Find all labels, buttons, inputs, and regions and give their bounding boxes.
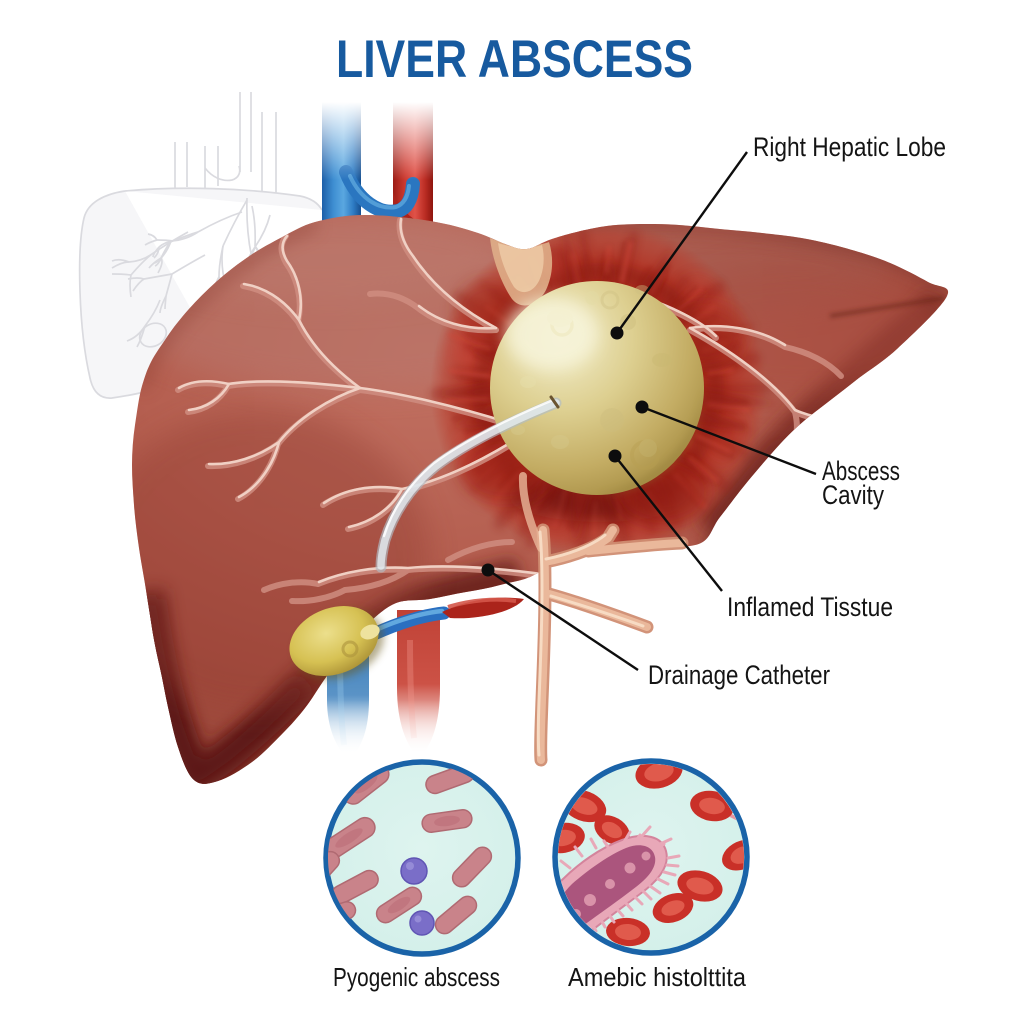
- svg-text:Amebic histolttita: Amebic histolttita: [568, 962, 746, 992]
- svg-text:Right Hepatic Lobe: Right Hepatic Lobe: [753, 132, 946, 162]
- svg-text:Inflamed Tisstue: Inflamed Tisstue: [727, 592, 893, 622]
- svg-text:Pyogenic abscess: Pyogenic abscess: [333, 962, 500, 992]
- svg-text:Abscess: Abscess: [822, 456, 900, 486]
- svg-text:Cavity: Cavity: [822, 480, 884, 510]
- svg-text:Drainage Catheter: Drainage Catheter: [648, 660, 830, 690]
- svg-text:LIVER ABSCESS: LIVER ABSCESS: [336, 30, 693, 89]
